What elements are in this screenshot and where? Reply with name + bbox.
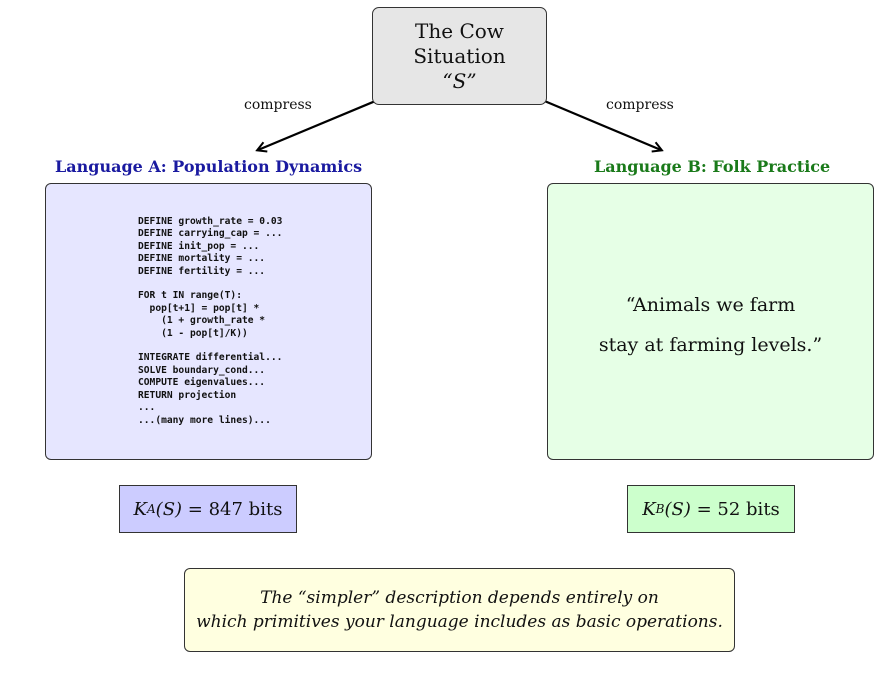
k-a-value: = 847 bits: [187, 498, 283, 520]
quote-line-1: “Animals we farm: [625, 294, 796, 316]
code-line: ...(many more lines)...: [138, 414, 271, 426]
arrow-to-language-b: [534, 95, 661, 150]
k-a-subscript: A: [147, 502, 156, 516]
k-b-value: = 52 bits: [696, 498, 780, 520]
compress-label-right: compress: [606, 97, 674, 113]
arrow-to-language-a: [258, 95, 386, 150]
cow-situation-box: The Cow Situation “S”: [372, 7, 547, 105]
situation-line-3: “S”: [442, 68, 477, 93]
code-line: FOR t IN range(T):: [138, 290, 242, 302]
k-a-symbol: K: [133, 498, 147, 520]
situation-line-2: Situation: [413, 43, 506, 68]
code-line: DEFINE growth_rate = 0.03: [138, 216, 283, 227]
k-b-symbol: K: [642, 498, 656, 520]
language-a-title: Language A: Population Dynamics: [55, 157, 363, 176]
code-line: DEFINE mortality = ...: [138, 253, 266, 265]
language-b-panel: “Animals we farm stay at farming levels.…: [547, 183, 874, 460]
code-line: INTEGRATE differential...: [138, 352, 283, 364]
code-line: SOLVE boundary_cond...: [138, 364, 266, 376]
language-b-title: Language B: Folk Practice: [594, 157, 831, 176]
conclusion-line-1: The “simpler” description depends entire…: [260, 588, 659, 608]
k-a-argument: (S): [155, 498, 183, 520]
language-b-quote: “Animals we farm stay at farming levels.…: [548, 285, 873, 365]
compress-label-left: compress: [244, 97, 312, 113]
code-line: ...: [138, 402, 156, 414]
code-line: (1 + growth_rate *: [138, 315, 266, 327]
code-line: DEFINE fertility = ...: [138, 265, 266, 277]
code-line: [138, 340, 282, 352]
code-line: COMPUTE eigenvalues...: [138, 377, 266, 389]
k-b-argument: (S): [664, 498, 691, 520]
situation-line-1: The Cow: [415, 18, 504, 43]
code-line: pop[t+1] = pop[t] *: [138, 302, 260, 314]
quote-line-2: stay at farming levels.”: [598, 334, 823, 356]
code-line: RETURN projection: [138, 389, 237, 401]
code-line: [138, 278, 282, 290]
code-line: DEFINE carrying_cap = ...: [138, 228, 283, 240]
conclusion-line-2: which primitives your language includes …: [196, 612, 723, 632]
conclusion-box: The “simpler” description depends entire…: [184, 568, 735, 652]
k-b-subscript: B: [655, 502, 665, 516]
code-line: (1 - pop[t]/K)): [138, 327, 248, 339]
code-line: DEFINE init_pop = ...: [138, 240, 260, 252]
